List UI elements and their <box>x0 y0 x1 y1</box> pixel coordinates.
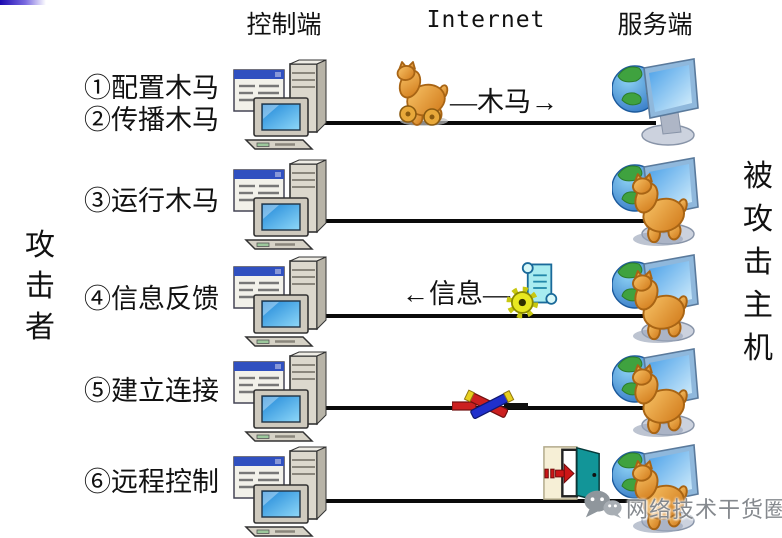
step-5-label: ⑤建立连接 <box>84 376 219 406</box>
connection-line-3 <box>298 314 656 318</box>
control-computer-icon <box>233 446 328 538</box>
watermark-label: 网络技术干货圈 <box>626 497 782 522</box>
victim-label: 被攻击主机 <box>743 160 773 365</box>
cable-cross-icon <box>452 389 528 421</box>
control-computer-icon <box>233 351 328 443</box>
script-gear-icon <box>506 257 564 319</box>
header-control-label: 控制端 <box>246 12 322 39</box>
header-server-label: 服务端 <box>617 12 693 39</box>
infected-server-icon <box>612 155 700 247</box>
connection-line-2 <box>298 219 656 223</box>
trojan-horse-icon <box>392 60 450 126</box>
control-computer-icon <box>233 256 328 348</box>
step-1-label: ①配置木马 <box>84 73 219 103</box>
control-computer-icon <box>233 59 328 151</box>
step-6-label: ⑥远程控制 <box>84 467 219 497</box>
step-3-label: ③运行木马 <box>84 186 219 216</box>
step-2-label: ②传播木马 <box>84 105 219 135</box>
step-4-label: ④信息反馈 <box>84 284 219 314</box>
attacker-label: 攻击者 <box>25 229 55 344</box>
infected-server-icon <box>612 346 700 438</box>
infected-server-icon <box>612 252 700 344</box>
header-internet-label: Internet <box>426 7 546 33</box>
control-computer-icon <box>233 159 328 251</box>
info-arrow-label: ←信息— <box>402 279 510 309</box>
chat-bubbles-icon <box>584 490 622 519</box>
top-gradient-bar <box>0 0 46 5</box>
trojan-arrow-label: —木马→ <box>450 87 558 117</box>
server-computer-icon <box>612 58 699 146</box>
step-1-2-labels: ①配置木马 ②传播木马 <box>84 72 219 136</box>
connection-line-5 <box>298 499 656 503</box>
connection-line-1 <box>298 121 656 125</box>
